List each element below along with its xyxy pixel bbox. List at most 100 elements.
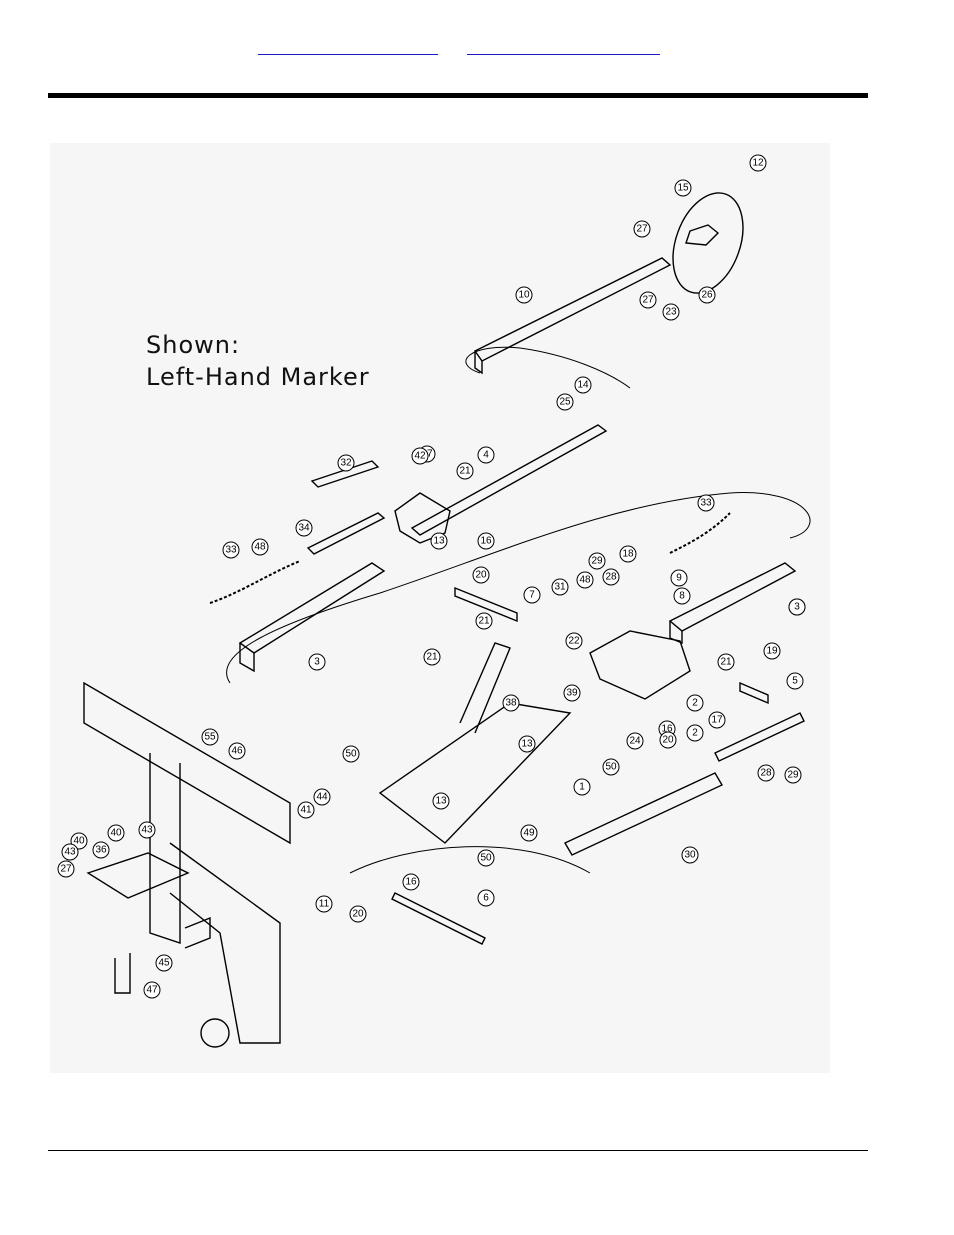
callout-label: 13 [435,796,447,807]
callout-13: 13 [432,792,450,810]
callout-45: 45 [155,954,173,972]
callout-label: 21 [426,652,438,663]
callout-4: 4 [477,446,495,464]
callout-label: 23 [665,307,677,318]
callout-label: 11 [319,899,330,910]
callout-label: 34 [298,523,310,534]
callout-34: 34 [295,519,313,537]
callout-label: 16 [661,724,673,735]
callout-label: 7 [529,590,535,601]
mount-bracket [86,852,190,899]
callout-28: 28 [757,764,775,782]
callout-label: 38 [505,698,517,709]
hydraulic-cylinder [564,772,723,856]
callout-42: 42 [411,447,429,465]
phantom-loop [226,492,811,684]
callout-label: 50 [480,853,492,864]
callout-21: 21 [475,612,493,630]
shaft-6 [391,892,486,945]
callout-label: 33 [225,545,237,556]
callout-20: 20 [472,566,490,584]
callout-40: 40 [70,832,88,850]
callout-label: 26 [701,290,713,301]
callout-33: 33 [222,541,240,559]
callout-2: 2 [686,724,704,742]
toolbar-frame [83,681,291,845]
hitch-plate [169,842,281,1044]
callout-label: 4 [483,450,489,461]
callout-label: 20 [352,909,364,920]
callout-label: 21 [720,657,732,668]
callout-13: 13 [518,735,536,753]
callout-21: 21 [717,653,735,671]
callout-36: 36 [92,841,110,859]
callout-label: 36 [95,845,107,856]
callout-label: 12 [752,158,764,169]
callout-48: 48 [576,571,594,589]
u-bolt-45 [184,916,211,949]
callout-label: 16 [405,877,417,888]
callout-label: 28 [760,768,772,779]
marker-disc [672,192,744,294]
callout-label: 24 [629,736,641,747]
callout-10: 10 [515,286,533,304]
callout-2: 2 [686,694,704,712]
callout-label: 42 [414,451,426,462]
callout-39: 39 [563,684,581,702]
callout-label: 21 [478,616,490,627]
callout-label: 27 [60,864,72,875]
callout-47: 47 [143,981,161,999]
callout-26: 26 [698,286,716,304]
callout-label: 27 [642,295,654,306]
callout-41: 41 [297,801,315,819]
nav-link-1[interactable] [258,38,438,55]
callout-label: 49 [523,828,535,839]
callout-32: 32 [337,454,355,472]
marker-exploded-view: 1215272627231014254374221323448331316203… [57,154,811,1048]
callout-12: 12 [749,154,767,172]
callout-24: 24 [626,732,644,750]
hitch-pin-hole [200,1018,230,1048]
callout-label: 50 [345,749,357,760]
callout-8: 8 [673,587,691,605]
callout-label: 28 [605,572,617,583]
callout-label: 30 [684,850,696,861]
callout-43: 43 [138,821,156,839]
callout-23: 23 [662,303,680,321]
callout-13: 13 [430,532,448,550]
callout-3: 3 [788,598,806,616]
callout-label: 43 [64,847,76,858]
callout-9: 9 [670,569,688,587]
chain-left [209,560,301,604]
marker-frame [378,702,572,844]
main-tube-left [238,562,386,654]
nav-link-2[interactable] [467,38,660,55]
callout-46: 46 [228,742,246,760]
callout-label: 20 [475,570,487,581]
callout-label: 13 [433,536,445,547]
callout-label: 14 [577,380,589,391]
callout-48: 48 [251,538,269,556]
callout-50: 50 [342,745,360,763]
callout-label: 33 [700,498,712,509]
header-rule [48,93,868,98]
marker-label: Left-Hand Marker [146,363,370,391]
chain-right [669,512,731,554]
callout-label: 21 [459,466,471,477]
center-pivot [589,630,691,700]
callout-label: 6 [483,893,489,904]
callout-label: 22 [568,636,580,647]
callout-17: 17 [708,711,726,729]
callout-label: 3 [314,657,320,668]
callout-label: 32 [340,458,352,469]
callout-label: 55 [204,732,216,743]
callout-label: 50 [605,762,617,773]
callout-18: 18 [619,545,637,563]
callout-label: 41 [300,805,312,816]
callout-50: 50 [477,849,495,867]
callout-19: 19 [763,642,781,660]
callout-label: 27 [636,224,648,235]
callout-27: 27 [633,220,651,238]
callout-16: 16 [402,873,420,891]
callout-1: 1 [573,778,591,796]
